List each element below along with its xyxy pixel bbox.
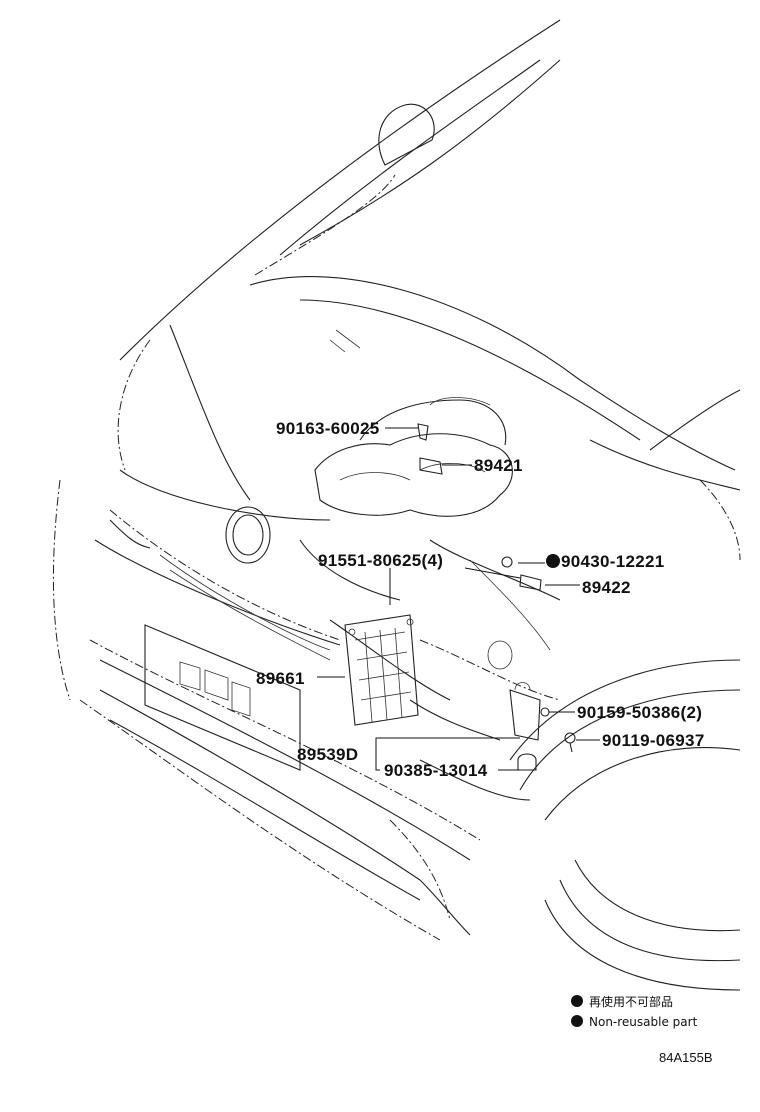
label-90163-60025: 90163-60025 — [276, 419, 380, 438]
part-sensor-89539D — [509, 682, 541, 771]
leader-lines — [317, 427, 600, 771]
label-90119-06937: 90119-06937 — [602, 731, 705, 750]
part-bracket-nut — [501, 556, 542, 591]
part-bolt-90163 — [417, 423, 429, 441]
part-bolt-90159 — [540, 707, 550, 717]
legend-jp-text: 再使用不可部品 — [589, 994, 673, 1009]
label-91551-80625: 91551-80625(4) — [318, 551, 443, 570]
legend-dot-icon — [571, 995, 583, 1007]
part-screw-90119 — [564, 732, 576, 753]
legend-en-text: Non-reusable part — [589, 1015, 698, 1029]
legend-dot-icon — [571, 1015, 583, 1027]
label-90385-13014: 90385-13014 — [384, 761, 488, 780]
part-ecu-89661 — [344, 614, 419, 726]
label-89422: 89422 — [582, 578, 631, 597]
label-89421: 89421 — [474, 456, 523, 475]
legend: 再使用不可部品 Non-reusable part — [571, 994, 698, 1029]
label-89539D: 89539D — [297, 745, 358, 764]
part-sensor-89421 — [419, 457, 443, 475]
diagram-code: 84A155B — [659, 1050, 713, 1065]
non-reusable-marker-icon — [546, 554, 560, 568]
label-90159-50386: 90159-50386(2) — [577, 703, 702, 722]
label-89661: 89661 — [256, 669, 305, 688]
label-90430-12221: 90430-12221 — [561, 552, 665, 571]
car-body-drawing — [52, 19, 741, 991]
